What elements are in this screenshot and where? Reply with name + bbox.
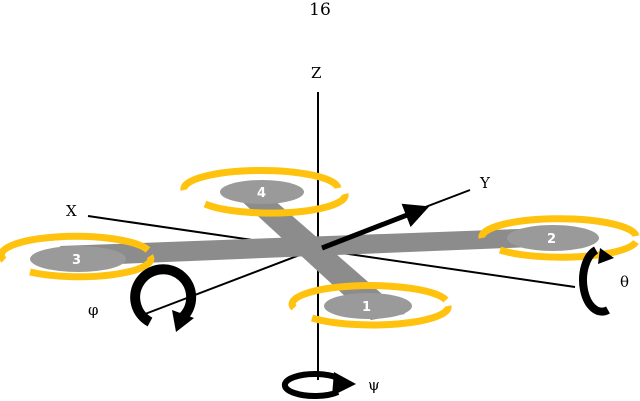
psi-label: ψ — [368, 376, 380, 394]
hub-2 — [507, 225, 599, 251]
phi-rotation-arrow — [130, 264, 197, 332]
hub-4 — [220, 180, 304, 204]
x-axis-label: X — [66, 202, 77, 220]
phi-label: φ — [88, 301, 99, 319]
y-axis-label: Y — [479, 174, 491, 192]
hub-1 — [324, 293, 412, 319]
theta-rotation-arrow — [579, 246, 614, 316]
hub-3 — [30, 246, 126, 272]
motor-4-number: 4 — [257, 186, 266, 201]
rotor-arc-1 — [288, 282, 449, 311]
theta-label: θ — [620, 273, 629, 291]
page-number: 16 — [309, 0, 331, 20]
motor-1-number: 1 — [362, 300, 371, 315]
rotor-arc-3 — [0, 232, 151, 263]
motor-4: 4 — [180, 167, 349, 217]
rotor-arc-2 — [478, 215, 640, 239]
motor-3: 3 — [0, 232, 155, 281]
motor-2-number: 2 — [547, 232, 556, 247]
thrust-arrow — [321, 203, 430, 251]
z-axis-label: Z — [311, 64, 321, 82]
rotor-arc-4 — [180, 167, 342, 191]
psi-rotation-arrow — [281, 371, 356, 399]
motor-1: 1 — [288, 282, 452, 329]
motor-3-number: 3 — [72, 253, 81, 268]
motor-2: 2 — [478, 215, 640, 261]
